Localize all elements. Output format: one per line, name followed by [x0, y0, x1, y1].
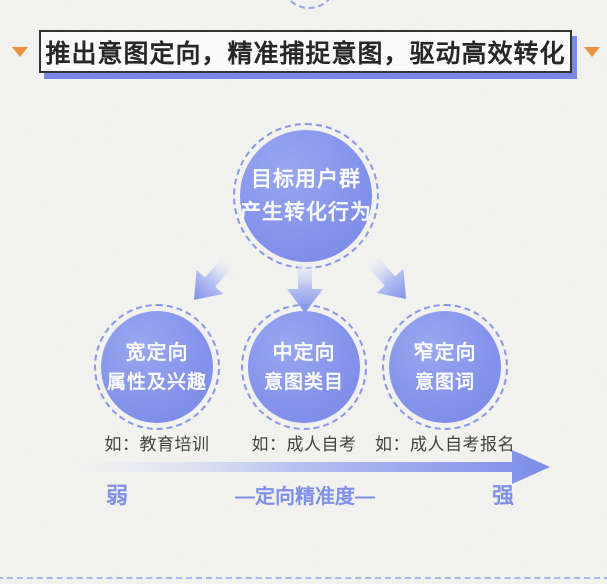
title-banner: 推出意图定向，精准捕捉意图，驱动高效转化 [11, 30, 600, 73]
medium-targeting-title: 中定向 [272, 341, 336, 364]
axis-strong-label: 强 [491, 483, 514, 508]
wide-targeting-circle: 宽定向 属性及兴趣 [101, 311, 213, 423]
medium-targeting-subtitle: 意图类目 [263, 371, 344, 393]
triangle-down-icon [583, 46, 600, 57]
top-circle: 目标用户群 产生转化行为 [240, 130, 372, 262]
narrow-targeting-title: 窄定向 [413, 341, 477, 364]
wide-targeting-subtitle: 属性及兴趣 [106, 371, 207, 393]
narrow-targeting-circle: 窄定向 意图词 [389, 311, 501, 423]
narrow-targeting-subtitle: 意图词 [414, 371, 475, 393]
medium-targeting-circle: 中定向 意图类目 [248, 311, 360, 423]
bottom-dashed-divider [0, 577, 607, 579]
branch-arrow-right-icon [367, 256, 407, 299]
wide-targeting-title: 宽定向 [125, 341, 189, 364]
top-dashed-ring-remnant [283, 0, 335, 9]
top-circle-line1: 目标用户群 [251, 168, 361, 191]
top-circle-line2: 产生转化行为 [240, 201, 372, 224]
banner-title: 推出意图定向，精准捕捉意图，驱动高效转化 [45, 39, 566, 68]
triangle-down-icon [11, 46, 28, 57]
axis-title: —定向精准度— [235, 486, 375, 508]
branch-arrow-left-icon [193, 257, 233, 300]
axis-weak-label: 弱 [105, 483, 128, 508]
